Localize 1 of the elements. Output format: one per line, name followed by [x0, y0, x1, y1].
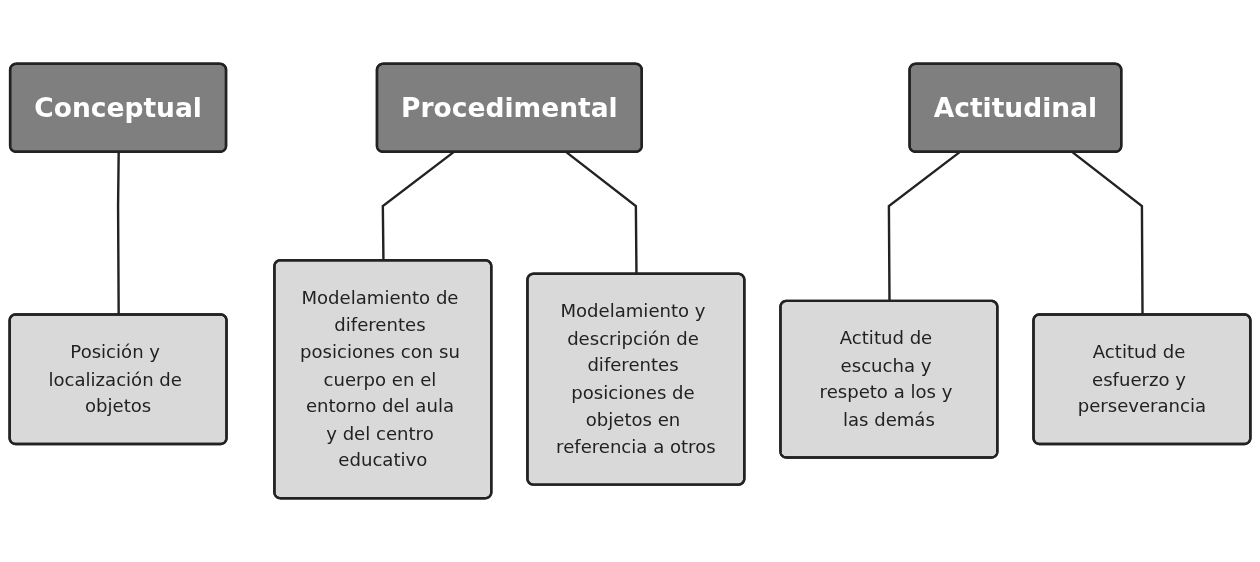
connector — [381, 151, 455, 261]
